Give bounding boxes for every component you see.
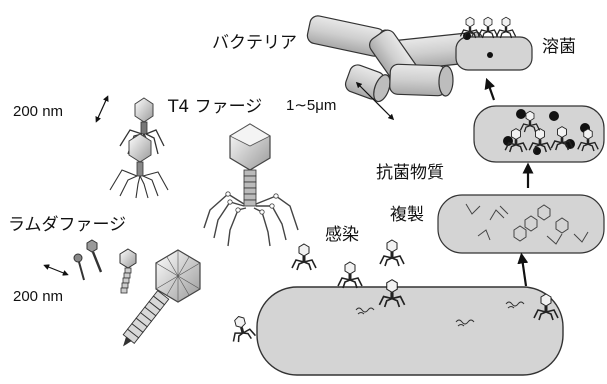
lambda-scale-arrow: [46, 266, 66, 274]
label-bacteria: バクテリア: [212, 28, 297, 53]
label-lambda-phage: ラムダファージ: [8, 210, 126, 235]
label-infection: 感染: [325, 220, 359, 245]
label-antibacterial: 抗菌物質: [376, 158, 444, 183]
t4-phage-medium: [110, 134, 168, 198]
t4-phage-large: [204, 124, 298, 246]
label-bacteria-size: 1∼5μm: [286, 96, 336, 114]
label-t4-phage: T4 ファージ: [168, 92, 262, 117]
label-replication: 複製: [390, 200, 424, 225]
host-bacterium: [257, 287, 563, 375]
t4-scale-arrow: [97, 98, 107, 120]
small-phage-9: [496, 17, 515, 38]
label-lambda-scale: 200 nm: [13, 288, 63, 305]
lambda-phage-tiny-2: [87, 240, 101, 272]
small-phage-1: [292, 244, 316, 270]
lambda-phage-tiny-1: [74, 254, 84, 280]
small-phage-3: [380, 240, 404, 266]
replication-cell: [438, 195, 604, 253]
small-phage-2: [338, 262, 362, 288]
label-t4-scale: 200 nm: [13, 103, 63, 120]
lysis-cell: [456, 37, 532, 70]
label-lysis: 溶菌: [542, 32, 576, 57]
small-phage-6: [228, 314, 256, 344]
lambda-phage-small: [120, 249, 136, 293]
